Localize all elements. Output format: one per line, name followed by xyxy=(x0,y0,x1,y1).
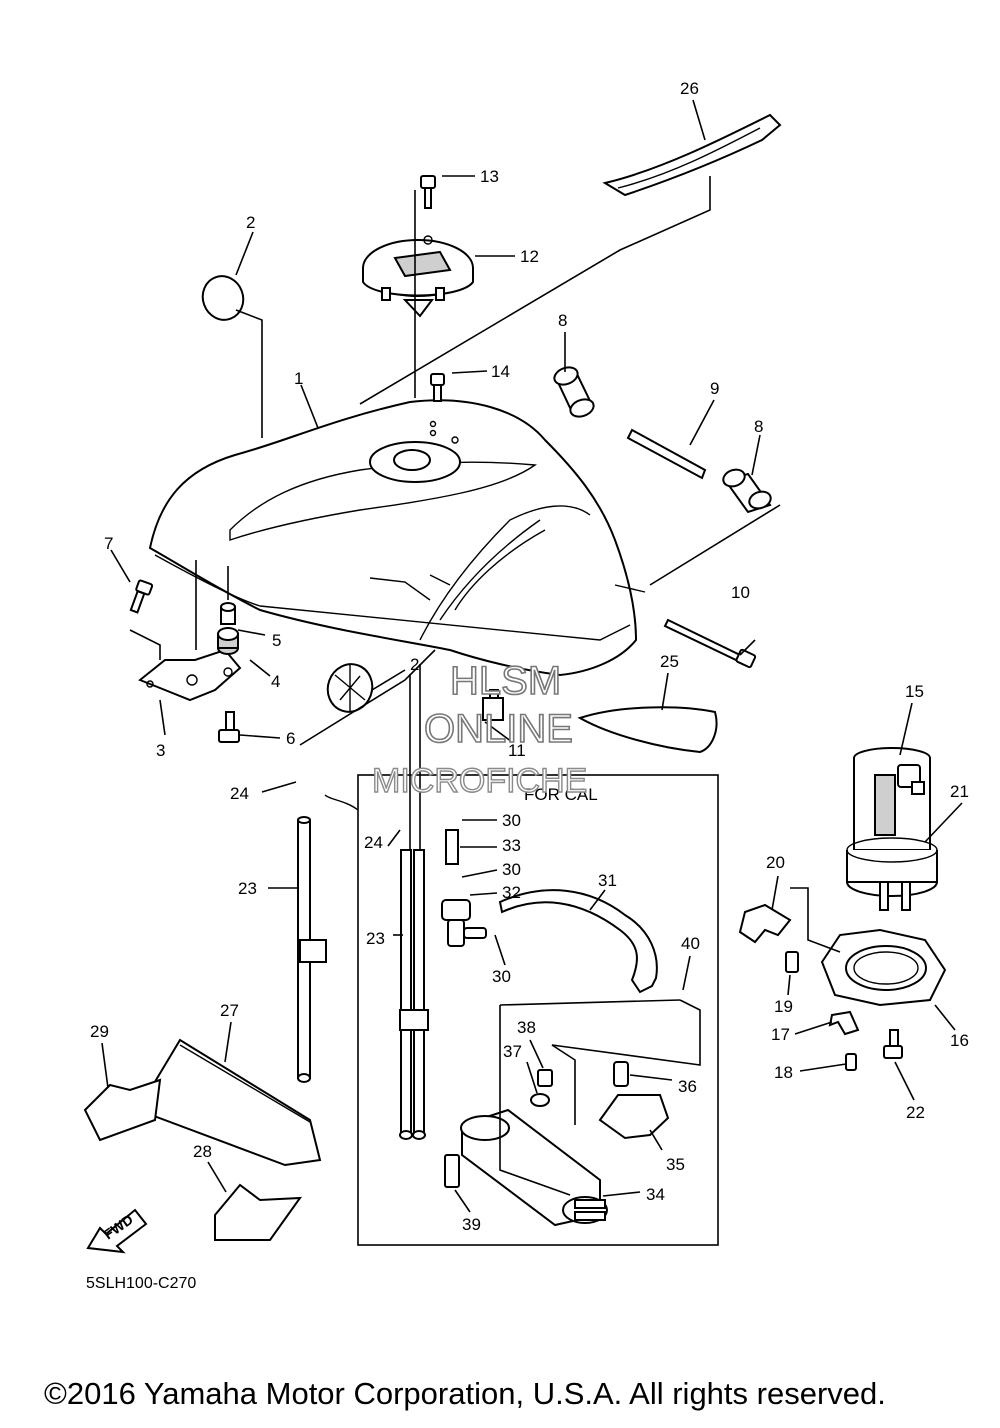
callout-36: 36 xyxy=(678,1077,697,1096)
bolt-14 xyxy=(430,373,445,402)
callout-27: 27 xyxy=(220,1001,239,1020)
guard-28 xyxy=(214,1183,303,1241)
bolt-6 xyxy=(218,711,240,743)
relay-11 xyxy=(482,689,504,721)
screw-18 xyxy=(845,1053,857,1071)
guard-29 xyxy=(83,1078,162,1142)
hose-33 xyxy=(445,829,459,865)
callout-30-a: 30 xyxy=(502,811,521,830)
callout-2-lower: 2 xyxy=(410,655,419,674)
for-cal-label: FOR CAL xyxy=(524,785,598,804)
filter-8-upper xyxy=(553,366,595,418)
pad-26 xyxy=(602,113,782,197)
drain-cover-2 xyxy=(326,663,374,713)
guard-27 xyxy=(136,1038,322,1167)
breather-hose-23-cal xyxy=(399,849,429,1140)
screw-36 xyxy=(613,1061,629,1087)
callout-39: 39 xyxy=(462,1215,481,1234)
drawing-code: 5SLH100-C270 xyxy=(86,1275,196,1292)
callout-29: 29 xyxy=(90,1022,109,1041)
callout-30-b: 30 xyxy=(502,860,521,879)
callout-5: 5 xyxy=(272,631,281,650)
callout-31: 31 xyxy=(598,871,617,890)
valve-32 xyxy=(441,899,487,947)
hose-39 xyxy=(444,1154,460,1188)
callout-38: 38 xyxy=(517,1018,536,1037)
callout-35: 35 xyxy=(666,1155,685,1174)
callout-30-c: 30 xyxy=(492,967,511,986)
bolt-13 xyxy=(420,175,436,209)
callout-2-top: 2 xyxy=(246,213,255,232)
collar-5 xyxy=(220,602,236,625)
watermark: HLSM ONLINE MICROFICHE xyxy=(371,658,588,801)
fuel-tank xyxy=(148,399,646,677)
bolt-19 xyxy=(785,951,799,973)
callout-1: 1 xyxy=(294,369,303,388)
callout-40: 40 xyxy=(681,934,700,953)
hose-31 xyxy=(498,889,658,994)
callout-23-cal: 23 xyxy=(366,929,385,948)
callout-37: 37 xyxy=(503,1042,522,1061)
copyright-notice: ©2016 Yamaha Motor Corporation, U.S.A. A… xyxy=(44,1376,886,1411)
callout-17: 17 xyxy=(771,1025,790,1044)
hose-9 xyxy=(626,428,707,480)
callout-21: 21 xyxy=(950,782,969,801)
callout-16: 16 xyxy=(950,1031,969,1050)
fwd-arrow-icon: FWD xyxy=(86,1208,148,1254)
callout-24-left: 24 xyxy=(230,784,249,803)
callout-12: 12 xyxy=(520,247,539,266)
callout-3: 3 xyxy=(156,741,165,760)
callout-15: 15 xyxy=(905,682,924,701)
callout-24-cal: 24 xyxy=(364,833,383,852)
callout-20: 20 xyxy=(766,853,785,872)
callout-18: 18 xyxy=(774,1063,793,1082)
callout-26: 26 xyxy=(680,79,699,98)
callout-10: 10 xyxy=(731,583,750,602)
callout-23-left: 23 xyxy=(238,879,257,898)
for-cal-box xyxy=(324,774,719,1246)
callout-9: 9 xyxy=(710,379,719,398)
callout-8-upper: 8 xyxy=(558,311,567,330)
bracket-3 xyxy=(138,648,242,702)
callout-28: 28 xyxy=(193,1142,212,1161)
callout-34: 34 xyxy=(646,1185,665,1204)
bolt-22 xyxy=(883,1029,903,1059)
part-37 xyxy=(530,1093,550,1107)
canister-34 xyxy=(460,1108,608,1227)
clamp-20 xyxy=(738,903,792,944)
callout-13: 13 xyxy=(480,167,499,186)
callout-11: 11 xyxy=(508,741,526,760)
damper-4 xyxy=(217,627,239,655)
plate-16 xyxy=(820,928,947,1007)
callout-33: 33 xyxy=(502,836,521,855)
callout-25: 25 xyxy=(660,652,679,671)
filler-cap xyxy=(362,235,474,318)
bracket-35 xyxy=(598,1094,670,1140)
watermark-line-2: ONLINE xyxy=(424,707,573,751)
cap-cover-2-top xyxy=(201,275,245,321)
watermark-line-1: HLSM xyxy=(450,659,561,703)
callout-14: 14 xyxy=(491,362,510,381)
bolt-7 xyxy=(129,579,154,614)
callout-7: 7 xyxy=(104,534,113,553)
breather-hose-23-left xyxy=(297,816,327,1083)
callout-22: 22 xyxy=(906,1103,925,1122)
fuel-pump-15 xyxy=(853,747,931,851)
callout-8-lower: 8 xyxy=(754,417,763,436)
callout-labels: 1 2 2 3 4 5 6 7 8 8 9 10 11 12 13 14 15 … xyxy=(90,79,969,1234)
clip-17 xyxy=(828,1010,860,1036)
leader-lines xyxy=(101,99,963,1213)
filter-21 xyxy=(846,837,938,911)
callout-19: 19 xyxy=(774,997,793,1016)
bolt-10 xyxy=(663,618,757,669)
callout-6: 6 xyxy=(286,729,295,748)
callout-32: 32 xyxy=(502,883,521,902)
watermark-line-3: MICROFICHE xyxy=(372,762,587,800)
filter-8-lower xyxy=(722,468,772,514)
cover-25 xyxy=(577,706,718,754)
part-38 xyxy=(537,1069,553,1087)
callout-4: 4 xyxy=(271,672,280,691)
